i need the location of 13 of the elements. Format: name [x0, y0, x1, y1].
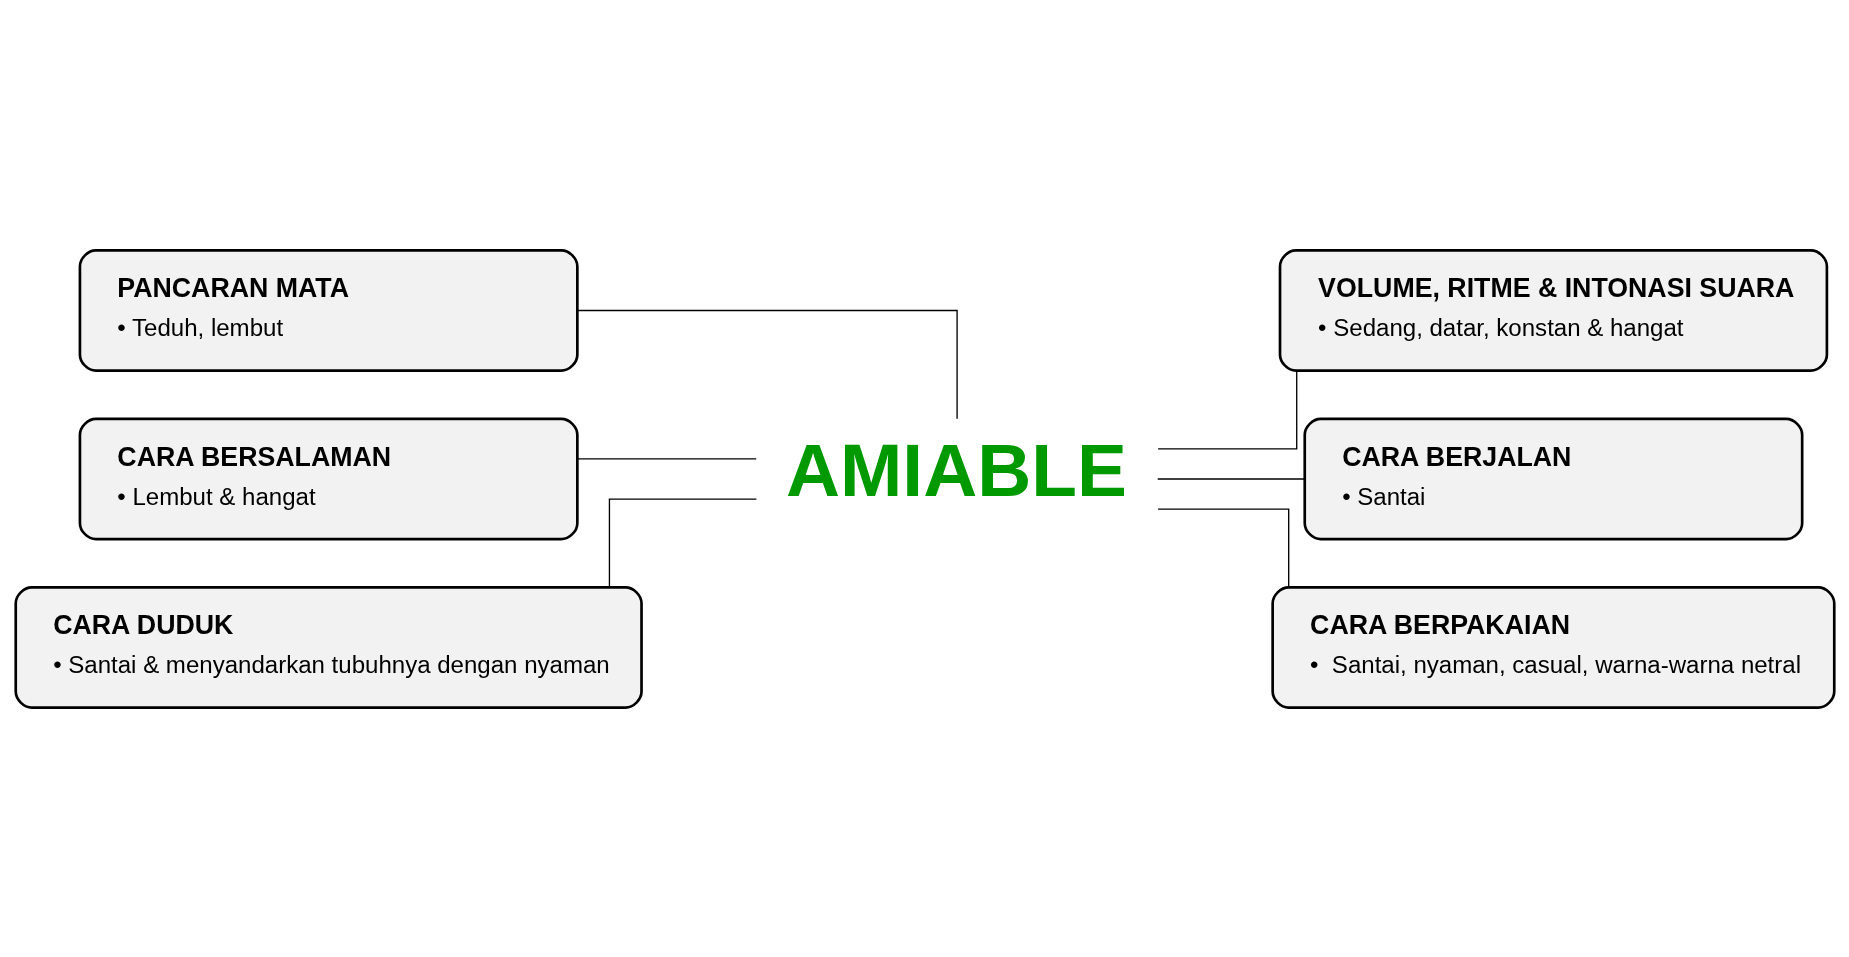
node-box: CARA DUDUK • Santai & menyandarkan tubuhnya dengan nyaman: [13, 585, 643, 709]
connector: [576, 457, 757, 460]
node-box: CARA BERSALAMAN • Lembut & hangat: [78, 417, 579, 540]
node-text: AMIABLE: [785, 427, 1127, 512]
connector: [608, 497, 757, 588]
connector: [576, 309, 958, 419]
connector: [1156, 477, 1305, 480]
connector: [1156, 369, 1297, 450]
node-box: PANCARAN MATA • Teduh, lembut: [78, 248, 579, 372]
node-box: CARA BERJALAN • Santai: [1302, 417, 1803, 540]
node-box: CARA BERPAKAIAN • Santai, nyaman, casual, warna-warna netral: [1270, 585, 1836, 709]
connector: [1156, 507, 1289, 588]
node-box: VOLUME, RITME & INTONASI SUARA • Sedang, datar, konstan & hangat: [1278, 248, 1828, 372]
